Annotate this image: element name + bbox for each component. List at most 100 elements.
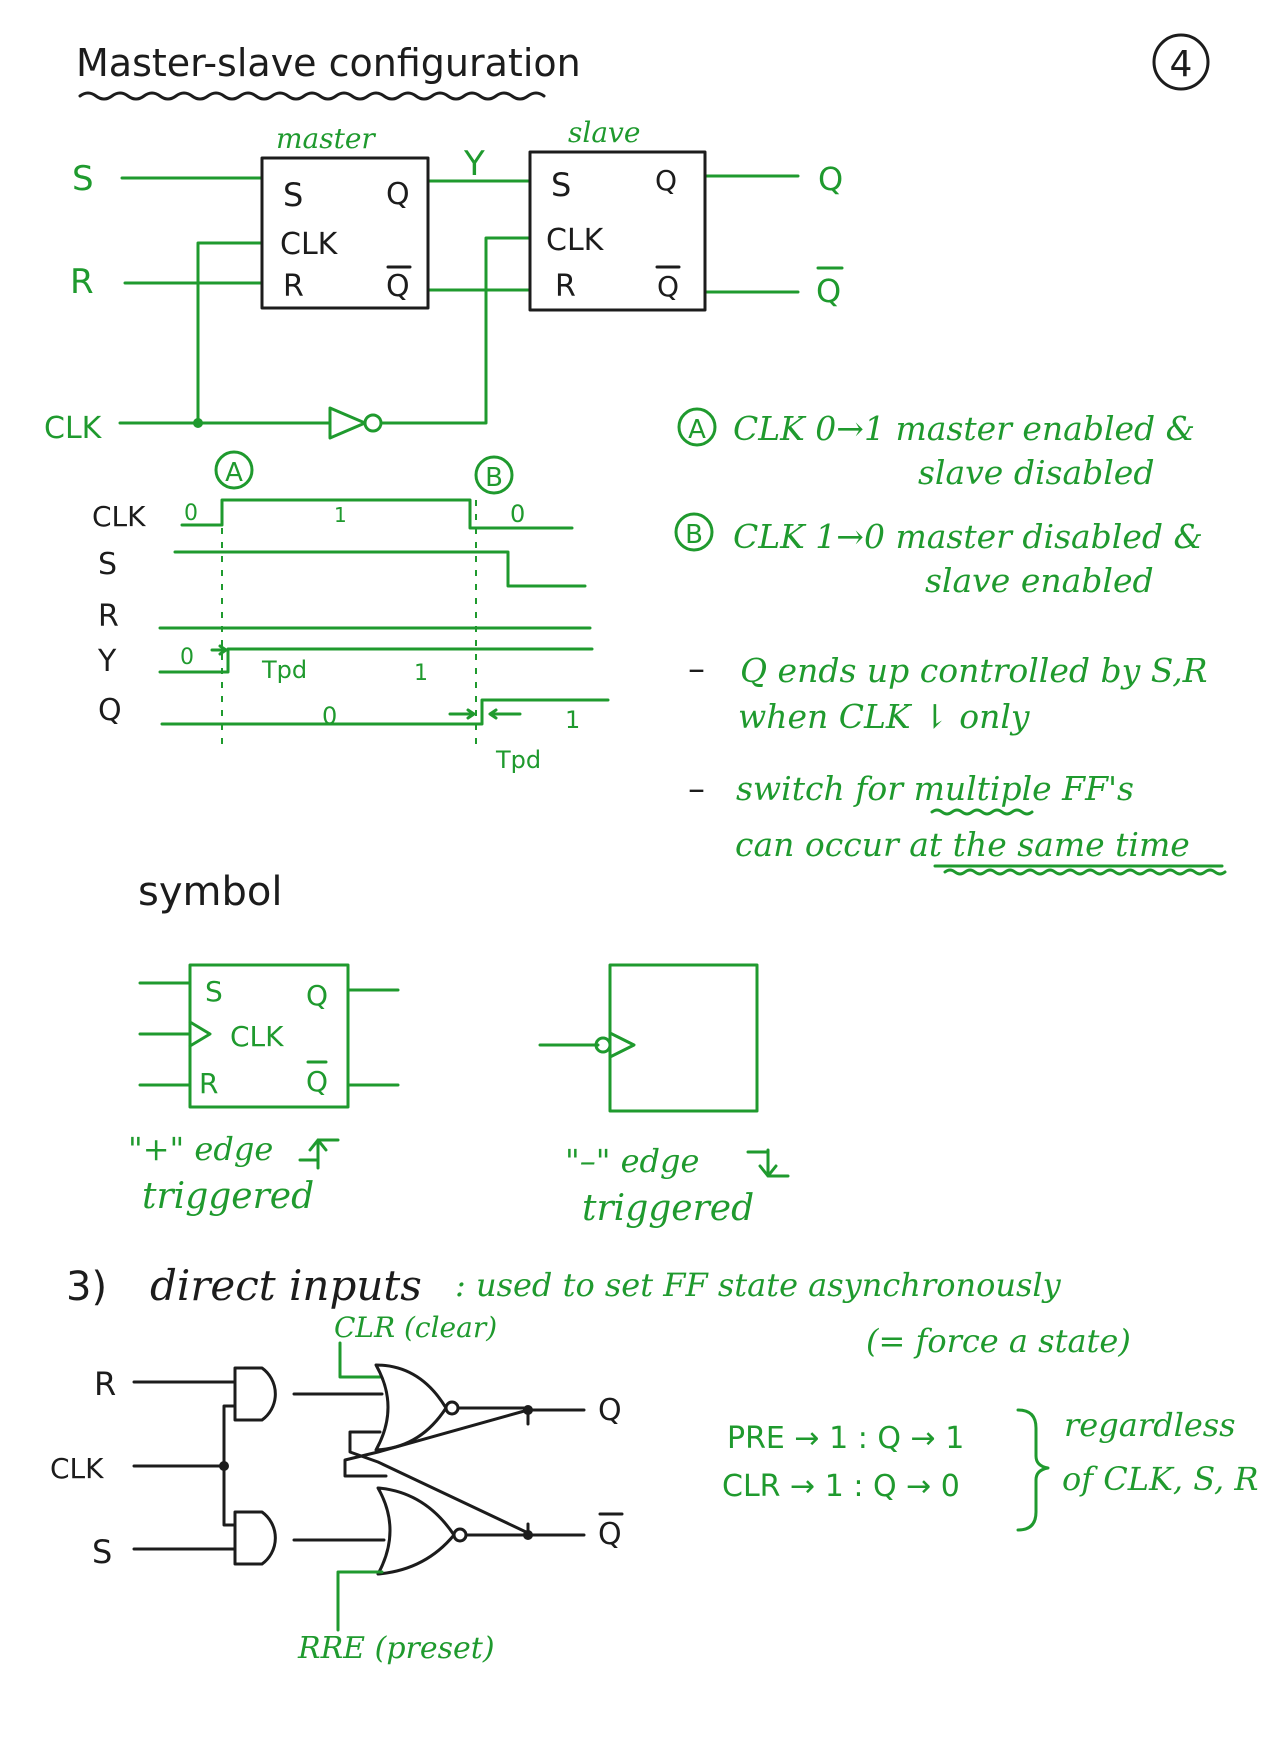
direct-description-2: (= force a state) [866,1322,1131,1360]
slave-pin-r: R [555,269,576,304]
bullet-1-line1: Q ends up controlled by S,R [740,651,1208,690]
input-clk-label: CLK [44,411,103,446]
page-title: Master-slave configuration [76,41,581,85]
pos-pin-q: Q [306,979,328,1012]
rule-note2: of CLK, S, R [1062,1460,1258,1498]
signal-y-label: Y [97,644,117,679]
input-s-label: S [72,159,94,199]
output-q-label: Q [818,160,843,198]
neg-clock-triangle-icon [608,1031,636,1059]
falling-edge-icon [746,1148,790,1178]
slave-pin-qbar: Q [657,270,679,303]
rules-brace [1016,1408,1050,1532]
bullet-1-line2: when CLK ⇂ only [738,697,1030,736]
signal-q-label: Q [98,693,122,728]
direct-output-qbar: Q [598,1517,622,1552]
marker-b-label: B [485,463,503,493]
neg-edge-label2: triggered [582,1188,754,1229]
signal-clk-label: CLK [92,500,146,533]
pos-edge-label1: "+" edge [128,1130,273,1168]
inverter-bubble [363,413,383,433]
neg-edge-ff-box [608,963,759,1113]
direct-input-clk: CLK [50,1452,104,1485]
bottom-nor-gate [376,1486,456,1576]
bullet-2-line1: switch for multiple FF's [736,769,1134,808]
rising-edge-icon [298,1138,340,1170]
master-flip-flop [260,156,430,310]
input-r-label: R [70,262,94,302]
s-waveform [173,550,587,588]
pre-label: RRE (preset) [297,1631,495,1666]
top-nor-bubble [444,1400,460,1416]
slave-pin-s: S [551,166,571,204]
direct-inputs-section: 3) direct inputs : used to set FF state … [50,1261,1258,1666]
inverter-triangle [328,406,367,440]
page-number-circle [1152,33,1210,91]
rule-clr: CLR → 1 : Q → 0 [722,1469,960,1504]
title-underline [78,91,546,101]
top-feedback-wire [343,1406,530,1478]
rule-pre: PRE → 1 : Q → 1 [727,1421,964,1456]
bullet-1-dash: – [688,649,705,689]
note-b-line1: CLK 1→0 master disabled & [733,517,1203,556]
master-slave-circuit: S R CLK master slave Y S CLK R Q Q S CLK… [44,116,844,446]
note-a-circle [677,407,717,447]
symbol-section: symbol S CLK R Q Q "+" edge triggered "–… [128,869,790,1229]
bullet-2-dash: – [688,769,705,809]
top-and-gate [233,1366,277,1422]
y-label: Y [463,144,485,184]
master-pin-s: S [283,176,303,214]
bottom-nor-bubble [452,1527,468,1543]
clk-value-2: 0 [510,500,525,528]
q-waveform [160,698,610,726]
signal-s-label: S [98,547,117,582]
q-value-0: 0 [322,702,337,730]
q-tpd-arrow-right [488,708,522,720]
clk-fanout-dot [219,1461,229,1471]
marker-a-label: A [225,458,243,488]
direct-heading: direct inputs [150,1261,422,1310]
clk-waveform [180,498,574,530]
slave-pin-q: Q [655,164,677,197]
direct-input-r: R [94,1365,116,1403]
multiple-underline [930,808,1034,816]
rule-note1: regardless [1064,1406,1236,1444]
note-a-line1: CLK 0→1 master enabled & [733,409,1195,448]
pre-wire [336,1570,384,1632]
direct-input-s: S [92,1533,112,1571]
note-a-marker: A [688,415,706,445]
y-value-1: 1 [414,661,428,686]
clr-wire [338,1341,382,1379]
direct-heading-number: 3) [66,1264,107,1310]
bottom-feedback-wire [348,1430,530,1537]
q-value-1: 1 [565,706,580,734]
bottom-and-gate [233,1510,277,1566]
y-value-0: 0 [180,645,194,670]
slave-flip-flop [528,150,707,312]
master-label: master [276,122,376,155]
output-qbar-label: Q [816,272,841,310]
master-pin-qbar: Q [386,269,410,304]
y-waveform [158,647,594,674]
clk-to-master-wire [118,241,264,425]
q-tpd-arrow-left [448,708,476,720]
signal-r-label: R [98,599,119,634]
note-a-line2: slave disabled [918,453,1154,492]
neg-edge-label1: "–" edge [565,1142,699,1180]
pos-clock-triangle-icon [188,1020,212,1048]
clk-value-0: 0 [184,501,198,526]
pos-edge-label2: triggered [142,1176,314,1217]
master-pin-clk: CLK [280,227,339,262]
clk-value-1: 1 [334,503,347,527]
slave-label: slave [568,116,640,149]
clock-notes: A CLK 0→1 master enabled & slave disable… [674,407,1227,876]
direct-output-q: Q [598,1393,622,1428]
y-tpd-arrow [210,644,228,656]
page-number: 4 [1170,44,1193,85]
note-b-circle [674,512,714,552]
qbar-output-dot [523,1530,533,1540]
inverted-clk-wire [379,236,532,425]
q-tpd-label: Tpd [495,746,541,774]
